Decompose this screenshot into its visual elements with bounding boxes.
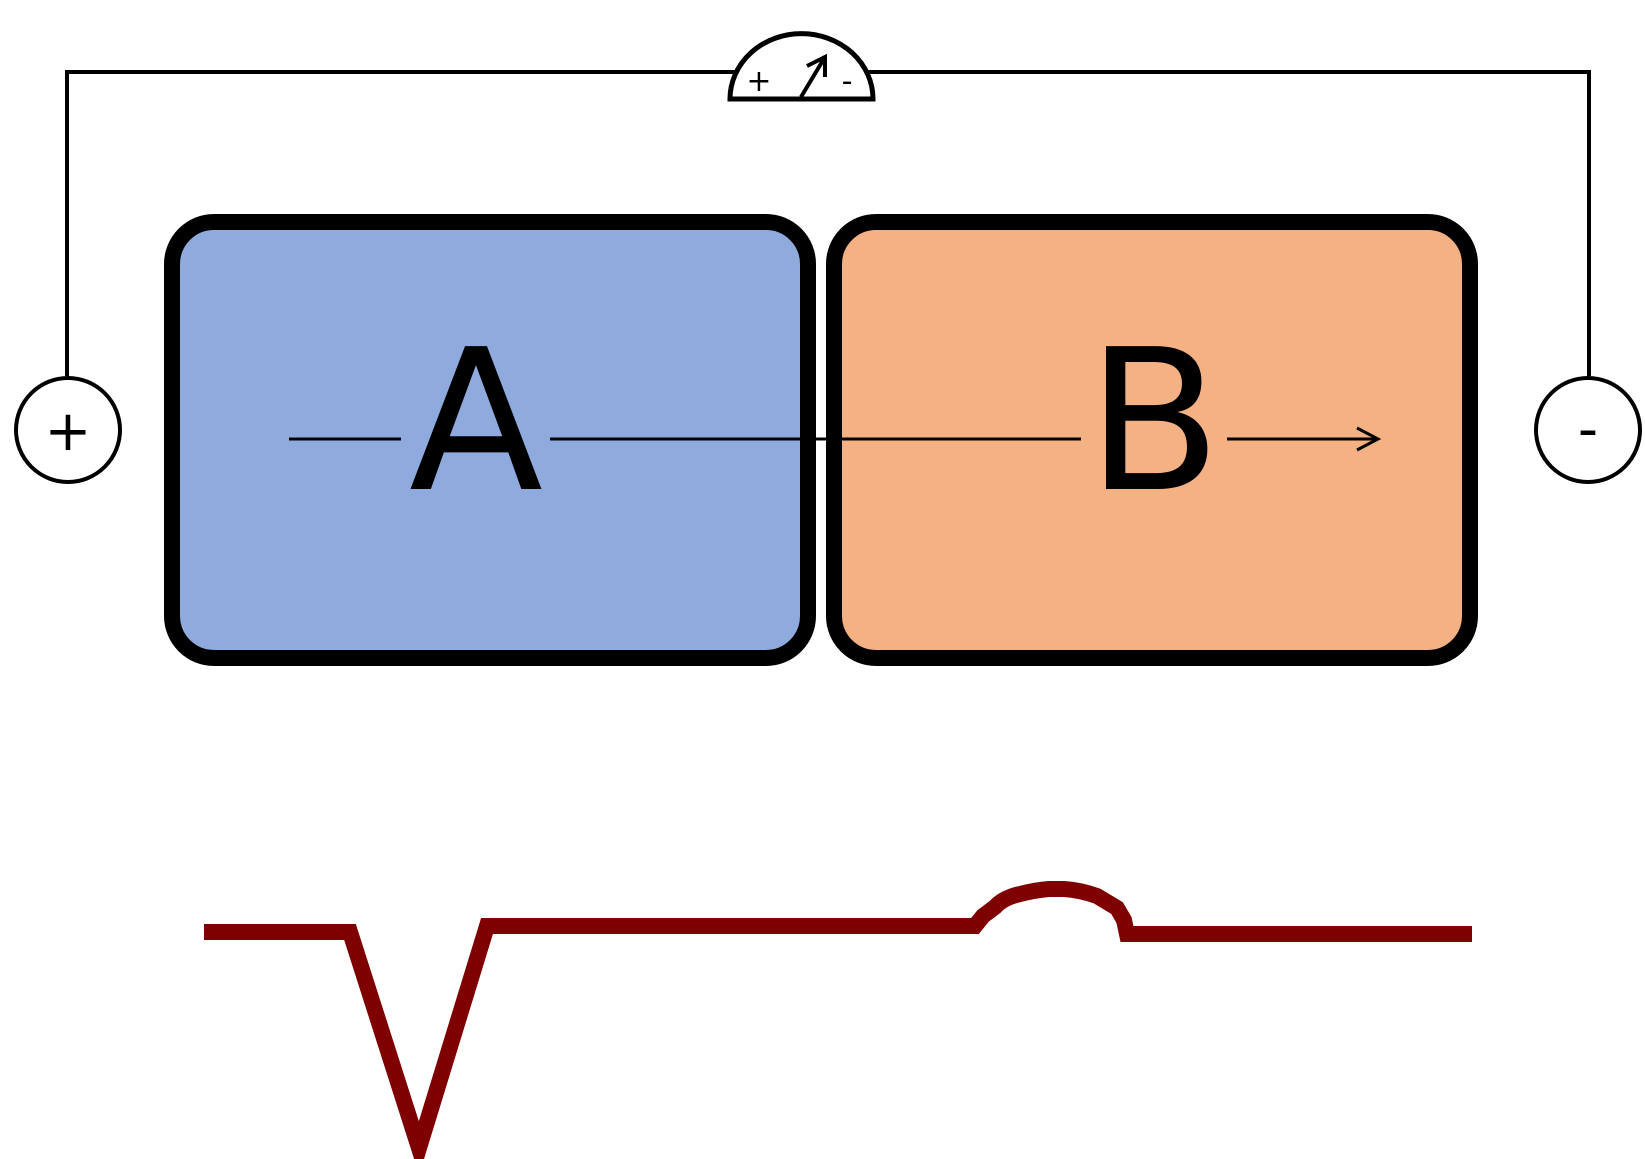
positive-terminal-sign: + (45, 399, 92, 464)
meter-icon: + - (727, 31, 876, 102)
signal-trace (204, 881, 1472, 1159)
axis-arrow-icon (1227, 426, 1382, 452)
circuit-wire-right (866, 70, 1591, 376)
meter-minus-sign: - (842, 64, 853, 99)
region-b-label: B (1087, 308, 1221, 536)
region-a-label: A (409, 308, 543, 536)
positive-terminal: + (14, 376, 122, 484)
negative-terminal-sign: - (1578, 397, 1598, 462)
negative-terminal: - (1534, 376, 1642, 484)
meter-plus-sign: + (746, 64, 771, 99)
circuit-wire-left (65, 70, 736, 376)
